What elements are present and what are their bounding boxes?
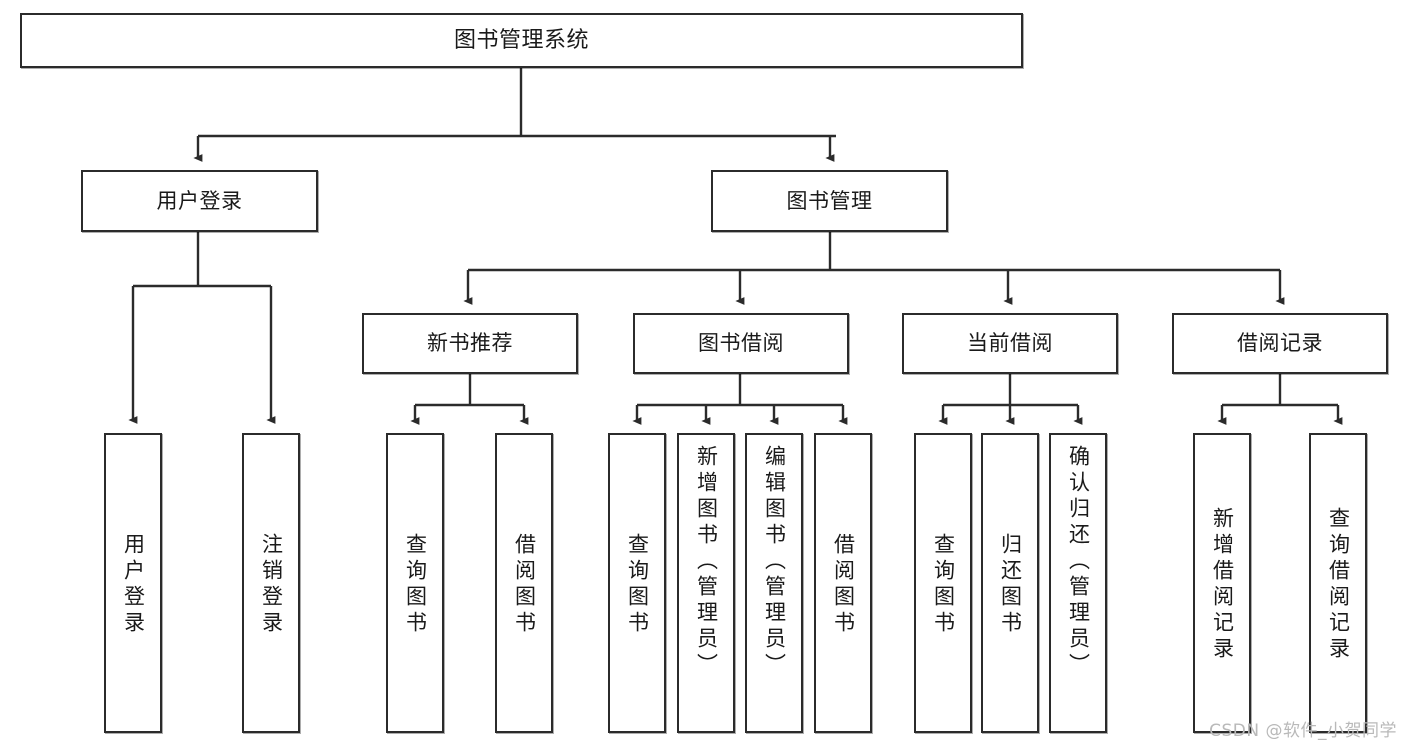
leaf-text-wrap: 确认归还（管理员） xyxy=(1066,439,1091,737)
leaf-text-wrap: 新增图书（管理员） xyxy=(694,439,719,737)
node-root-system[interactable]: 图书管理系统 xyxy=(20,13,1023,68)
node-label: 查询图书 xyxy=(931,533,956,637)
node-label: 注销登录 xyxy=(259,533,284,637)
leaf-text-wrap: 用户登录 xyxy=(121,439,146,731)
node-leaf-borrow-book-2[interactable]: 借阅图书 xyxy=(814,433,872,733)
node-label: 用户登录 xyxy=(156,188,243,213)
leaf-text-wrap: 借阅图书 xyxy=(831,439,856,731)
node-label: 借阅记录 xyxy=(1237,331,1323,356)
node-leaf-edit-book-admin[interactable]: 编辑图书（管理员） xyxy=(745,433,803,733)
leaf-text-wrap: 查询图书 xyxy=(403,439,428,731)
node-label: 新增图书（管理员） xyxy=(694,445,719,679)
node-book-borrow[interactable]: 图书借阅 xyxy=(633,313,849,374)
node-label: 借阅图书 xyxy=(512,533,537,637)
node-leaf-logout-login[interactable]: 注销登录 xyxy=(242,433,300,733)
leaf-text-wrap: 归还图书 xyxy=(998,439,1023,731)
node-leaf-query-book-2[interactable]: 查询图书 xyxy=(608,433,666,733)
node-leaf-user-login[interactable]: 用户登录 xyxy=(104,433,162,733)
node-user-login[interactable]: 用户登录 xyxy=(81,170,318,232)
node-label: 新书推荐 xyxy=(427,331,513,356)
csdn-watermark: CSDN @软件_小贺同学 xyxy=(1209,721,1397,741)
node-leaf-return-book[interactable]: 归还图书 xyxy=(981,433,1039,733)
leaf-text-wrap: 编辑图书（管理员） xyxy=(762,439,787,737)
leaf-text-wrap: 查询图书 xyxy=(625,439,650,731)
node-leaf-query-book-1[interactable]: 查询图书 xyxy=(386,433,444,733)
leaf-text-wrap: 查询图书 xyxy=(931,439,956,731)
node-book-manage[interactable]: 图书管理 xyxy=(711,170,948,232)
node-label: 查询图书 xyxy=(625,533,650,637)
node-leaf-query-borrow-record[interactable]: 查询借阅记录 xyxy=(1309,433,1367,733)
node-label: 新增借阅记录 xyxy=(1210,507,1235,663)
node-label: 当前借阅 xyxy=(967,331,1053,356)
node-borrow-record[interactable]: 借阅记录 xyxy=(1172,313,1388,374)
node-label: 借阅图书 xyxy=(831,533,856,637)
node-label: 图书借阅 xyxy=(698,331,784,356)
node-new-book-recommend[interactable]: 新书推荐 xyxy=(362,313,578,374)
leaf-text-wrap: 查询借阅记录 xyxy=(1326,439,1351,731)
node-leaf-confirm-return-admin[interactable]: 确认归还（管理员） xyxy=(1049,433,1107,733)
leaf-text-wrap: 借阅图书 xyxy=(512,439,537,731)
node-label: 查询图书 xyxy=(403,533,428,637)
node-label: 确认归还（管理员） xyxy=(1066,445,1091,679)
node-leaf-borrow-book-1[interactable]: 借阅图书 xyxy=(495,433,553,733)
node-label: 编辑图书（管理员） xyxy=(762,445,787,679)
node-label: 用户登录 xyxy=(121,533,146,637)
leaf-text-wrap: 新增借阅记录 xyxy=(1210,439,1235,731)
node-label: 查询借阅记录 xyxy=(1326,507,1351,663)
leaf-text-wrap: 注销登录 xyxy=(259,439,284,731)
node-leaf-add-borrow-record[interactable]: 新增借阅记录 xyxy=(1193,433,1251,733)
node-current-borrow[interactable]: 当前借阅 xyxy=(902,313,1118,374)
node-label: 图书管理系统 xyxy=(453,27,589,53)
node-label: 归还图书 xyxy=(998,533,1023,637)
node-leaf-add-book-admin[interactable]: 新增图书（管理员） xyxy=(677,433,735,733)
node-label: 图书管理 xyxy=(786,188,873,213)
node-leaf-query-book-3[interactable]: 查询图书 xyxy=(914,433,972,733)
